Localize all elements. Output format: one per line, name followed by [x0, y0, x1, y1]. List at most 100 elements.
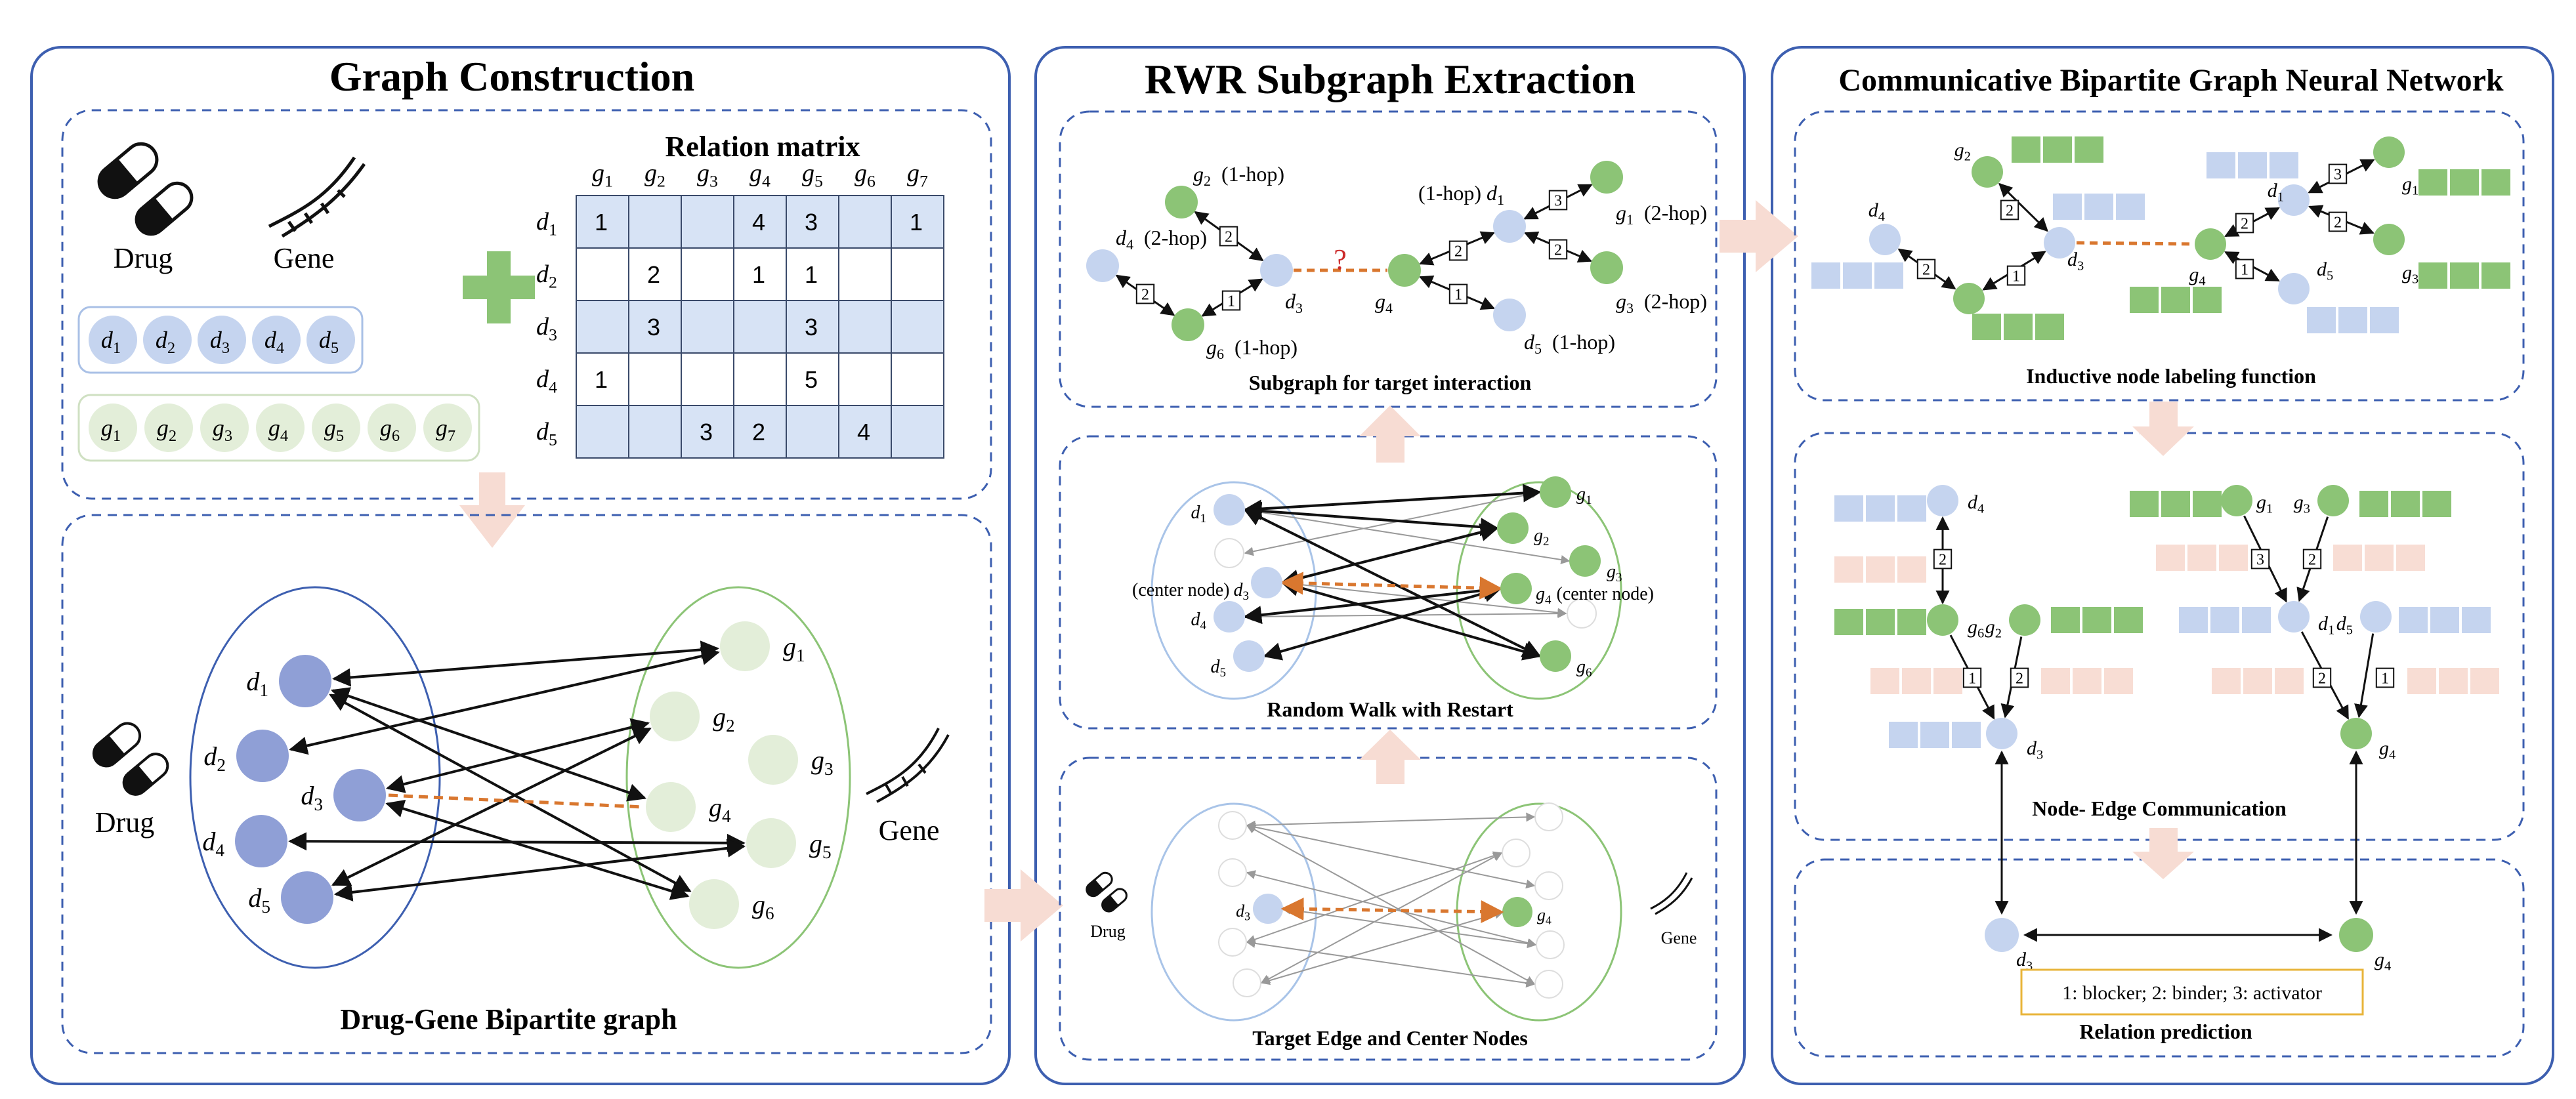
comm-label-g6: g6 — [1968, 616, 1984, 641]
node-label-index: 2 — [726, 716, 735, 736]
rwr-walk-box — [1059, 435, 1718, 730]
labeling-label-d3: d3 — [2067, 249, 2084, 274]
bipartite-gene-node-g3 — [748, 735, 798, 785]
node-label-letter: d — [2067, 249, 2078, 270]
edge-type-label: 3 — [1554, 192, 1562, 209]
node-label-index: 4 — [215, 840, 224, 860]
node-label-index: 3 — [2304, 502, 2310, 516]
node-label-index: 3 — [824, 759, 834, 779]
rwr-gene-node-g3 — [1569, 545, 1601, 577]
rwr-drug-node-d3 — [1251, 567, 1282, 598]
rwr-walk-edge — [1263, 584, 1502, 661]
edge-type-box — [1221, 290, 1241, 311]
edge-type-box — [2302, 549, 2322, 570]
feature-block — [2004, 314, 2033, 340]
matrix-cell — [733, 195, 787, 249]
hop-text: (2-hop) — [1639, 289, 1707, 313]
feature-block — [1834, 609, 1863, 635]
feature-block — [1972, 314, 2001, 340]
feature-block — [2035, 314, 2064, 340]
hop-label-d5: d5 (1-hop) — [1524, 330, 1615, 357]
matrix-col-header-g5: g5 — [802, 159, 823, 190]
labeling-gene-node-g2 — [1972, 156, 2003, 188]
hop-text: (2-hop) — [1139, 226, 1207, 249]
feature-block — [1870, 668, 1899, 694]
hop-text: (1-hop) — [1216, 162, 1284, 186]
node-label-index: 2 — [1204, 173, 1211, 189]
matrix-cell — [838, 247, 892, 301]
matrix-cell — [786, 300, 839, 354]
feature-block — [2187, 545, 2216, 571]
feature-block — [2430, 607, 2459, 633]
node-label-letter: g — [1534, 526, 1543, 546]
feature-block — [2156, 545, 2185, 571]
matrix-row-header-d3: d3 — [536, 313, 557, 344]
node-label-letter: d — [156, 327, 168, 353]
subgraph-gene-node-g3 — [1590, 251, 1623, 284]
node-label-letter: d — [2317, 259, 2327, 280]
matrix-cell — [733, 247, 787, 301]
node-label-index: 4 — [1546, 914, 1552, 927]
feature-block — [2012, 136, 2040, 163]
feature-block — [2359, 491, 2388, 517]
labeling-label-d5: d5 — [2317, 259, 2333, 283]
matrix-cell — [891, 247, 944, 301]
target-edge — [388, 793, 644, 809]
labeling-label-g2: g2 — [1954, 139, 1971, 164]
node-label-index: 6 — [1217, 346, 1224, 362]
feature-block — [2396, 545, 2425, 571]
feature-block — [2053, 194, 2082, 220]
feature-block — [2041, 668, 2070, 694]
feature-block — [2210, 607, 2239, 633]
node-label-index: 5 — [1534, 341, 1542, 357]
feature-block — [1933, 668, 1962, 694]
node-label-index: 2 — [1964, 150, 1971, 164]
drug-node-d5 — [306, 316, 355, 364]
matrix-cell — [838, 195, 892, 249]
node-label-index: 2 — [657, 171, 665, 190]
rwr-label-g6: g6 — [1576, 657, 1592, 680]
matrix-cell — [786, 247, 839, 301]
feature-block — [2051, 607, 2080, 633]
bipartite-drug-node-d2 — [236, 730, 289, 782]
node-label-index: 1 — [1586, 493, 1592, 507]
node-label-index: 5 — [814, 171, 823, 190]
node-label-letter: d — [1285, 289, 1296, 313]
gene-node-g7 — [423, 404, 472, 452]
matrix-col-header-g2: g2 — [644, 159, 665, 190]
bipartite-gene-node-g4 — [646, 782, 696, 832]
node-label-letter: d — [1524, 330, 1535, 354]
gene-node-label-g4: g4 — [268, 415, 288, 445]
target-faint-edge — [1246, 822, 1536, 889]
bipartite-drug-label-d2: d2 — [203, 741, 226, 775]
feature-block — [2193, 287, 2222, 313]
matrix-col-header-g1: g1 — [592, 159, 613, 190]
pill-half — [1102, 895, 1119, 912]
pill-half — [1086, 879, 1104, 896]
node-label-letter: g — [101, 415, 113, 441]
rwr-label-g1: g1 — [1576, 484, 1592, 507]
node-label-letter: g — [324, 415, 336, 441]
comm-gene-node-g6 — [1927, 604, 1958, 636]
drug-node-d2 — [143, 316, 192, 364]
node-label-index: 3 — [2026, 959, 2033, 974]
matrix-title: Relation matrix — [665, 131, 860, 163]
matrix-cell — [681, 300, 734, 354]
matrix-cell — [576, 300, 629, 354]
feature-block — [2130, 491, 2159, 517]
rwr-caption: Random Walk with Restart — [1267, 697, 1513, 721]
node-label-index: 1 — [2277, 190, 2284, 205]
edge-type-box — [1916, 259, 1936, 280]
node-label-letter: g — [644, 159, 657, 187]
node-label-index: 1 — [113, 427, 121, 445]
pill-shape — [1101, 888, 1128, 913]
feature-block — [2193, 491, 2222, 517]
matrix-cell — [681, 195, 734, 249]
node-label-letter: d — [210, 327, 222, 353]
drug-node-label-d3: d3 — [210, 327, 230, 357]
labeling-drug-node-d1 — [2278, 184, 2310, 216]
node-label-index: 7 — [919, 171, 928, 190]
panel-cbgnn — [1771, 46, 2554, 1085]
gene-node-g2 — [144, 404, 193, 452]
target-empty-node — [1534, 871, 1563, 900]
